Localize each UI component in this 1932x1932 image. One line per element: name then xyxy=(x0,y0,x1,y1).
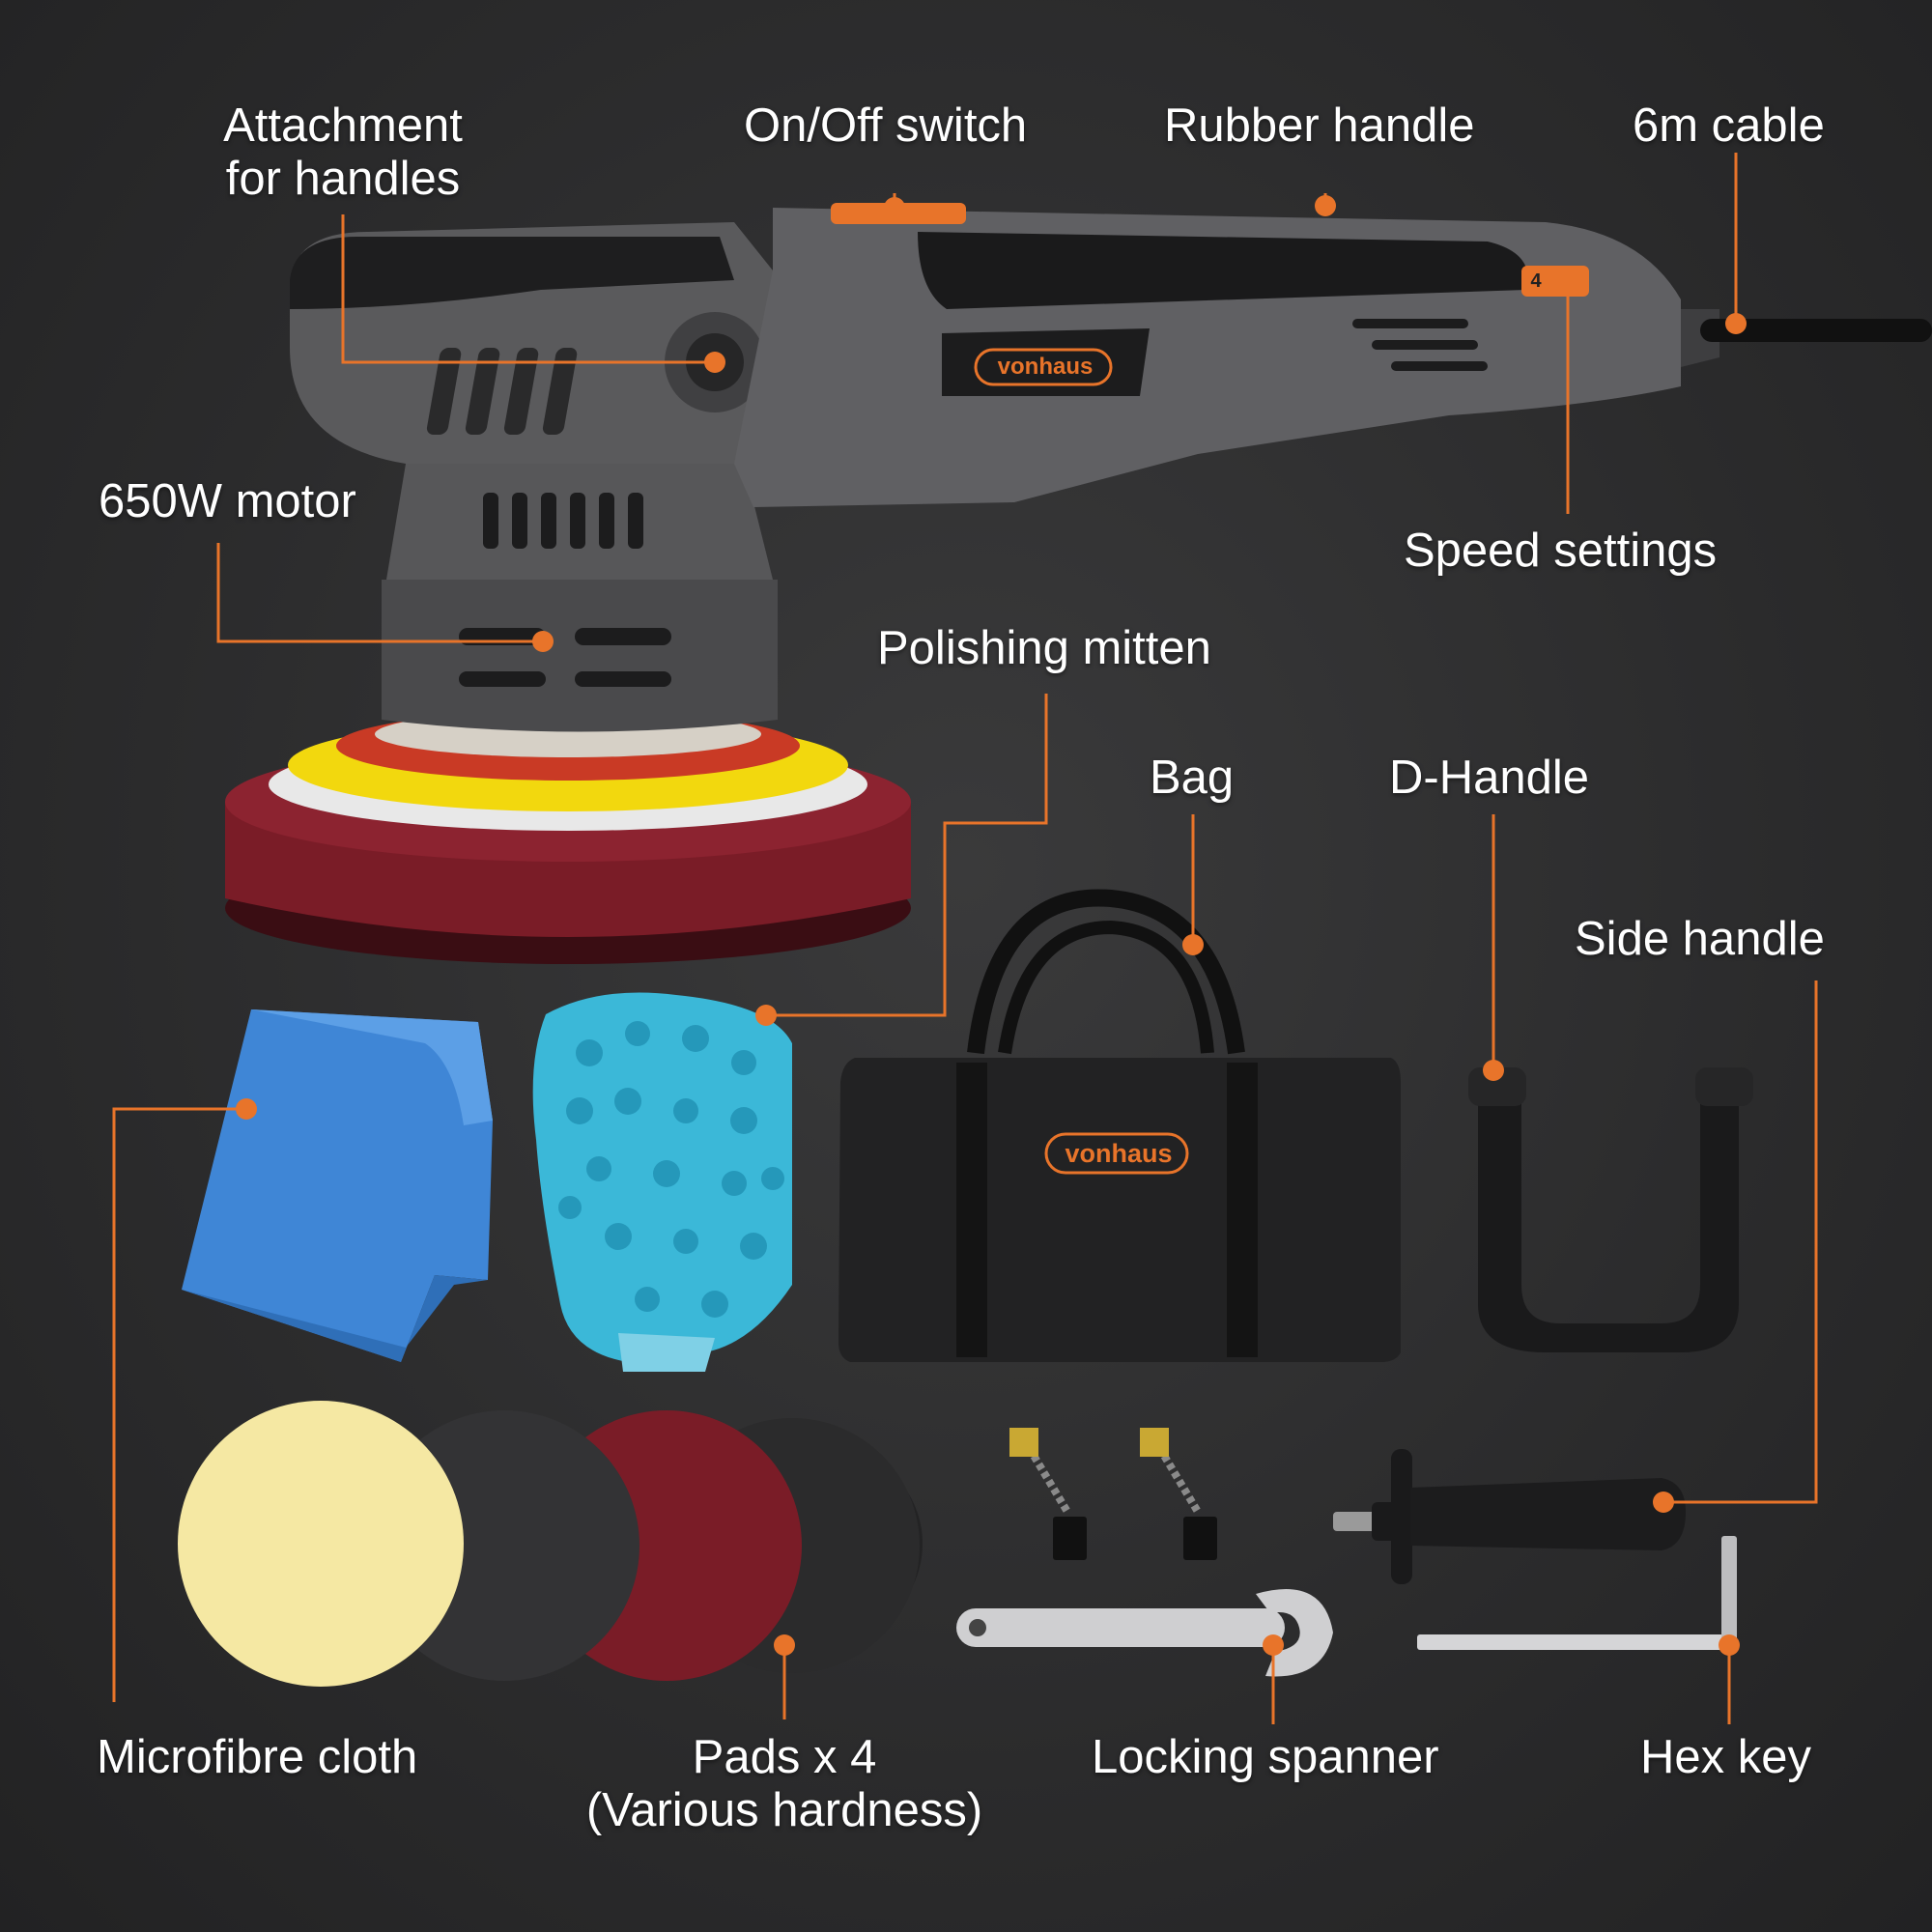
vonhaus-logo-bag: vonhaus xyxy=(1065,1139,1173,1168)
label-attachment-for-handles: Attachment for handles xyxy=(184,99,502,206)
callout-dots xyxy=(236,195,1747,1656)
label-locking-spanner: Locking spanner xyxy=(1092,1731,1439,1783)
speed-dial-digit: 4 xyxy=(1530,270,1542,292)
vonhaus-logo-machine: vonhaus xyxy=(997,354,1094,380)
polisher-machine xyxy=(225,203,1932,964)
polishing-pads xyxy=(178,1401,923,1687)
label-polishing-mitten: Polishing mitten xyxy=(877,622,1211,674)
label-bag: Bag xyxy=(1150,752,1235,804)
locking-spanner xyxy=(956,1589,1333,1677)
hex-key xyxy=(1417,1536,1737,1650)
label-speed-settings: Speed settings xyxy=(1404,525,1718,577)
cable xyxy=(1700,319,1932,342)
label-6m-cable: 6m cable xyxy=(1633,99,1825,152)
label-pads-line2: (Various hardness) xyxy=(585,1784,983,1836)
label-microfibre-cloth: Microfibre cloth xyxy=(97,1731,418,1783)
side-handle xyxy=(1333,1449,1686,1584)
label-on-off-switch: On/Off switch xyxy=(744,99,1028,152)
label-d-handle: D-Handle xyxy=(1389,752,1589,804)
label-attachment-line2: for handles xyxy=(225,153,461,205)
label-rubber-handle: Rubber handle xyxy=(1164,99,1475,152)
label-hex-key: Hex key xyxy=(1640,1731,1812,1783)
d-handle xyxy=(1468,1067,1753,1352)
label-650w-motor: 650W motor xyxy=(99,475,356,527)
microfibre-cloth xyxy=(182,1009,493,1362)
label-side-handle: Side handle xyxy=(1575,913,1825,965)
label-pads: Pads x 4 (Various hardness) xyxy=(572,1731,997,1837)
carbon-brushes xyxy=(1009,1428,1217,1560)
polishing-mitten xyxy=(532,992,792,1372)
bag xyxy=(838,889,1401,1362)
label-attachment-line1: Attachment xyxy=(223,99,463,152)
label-pads-line1: Pads x 4 xyxy=(692,1731,877,1783)
